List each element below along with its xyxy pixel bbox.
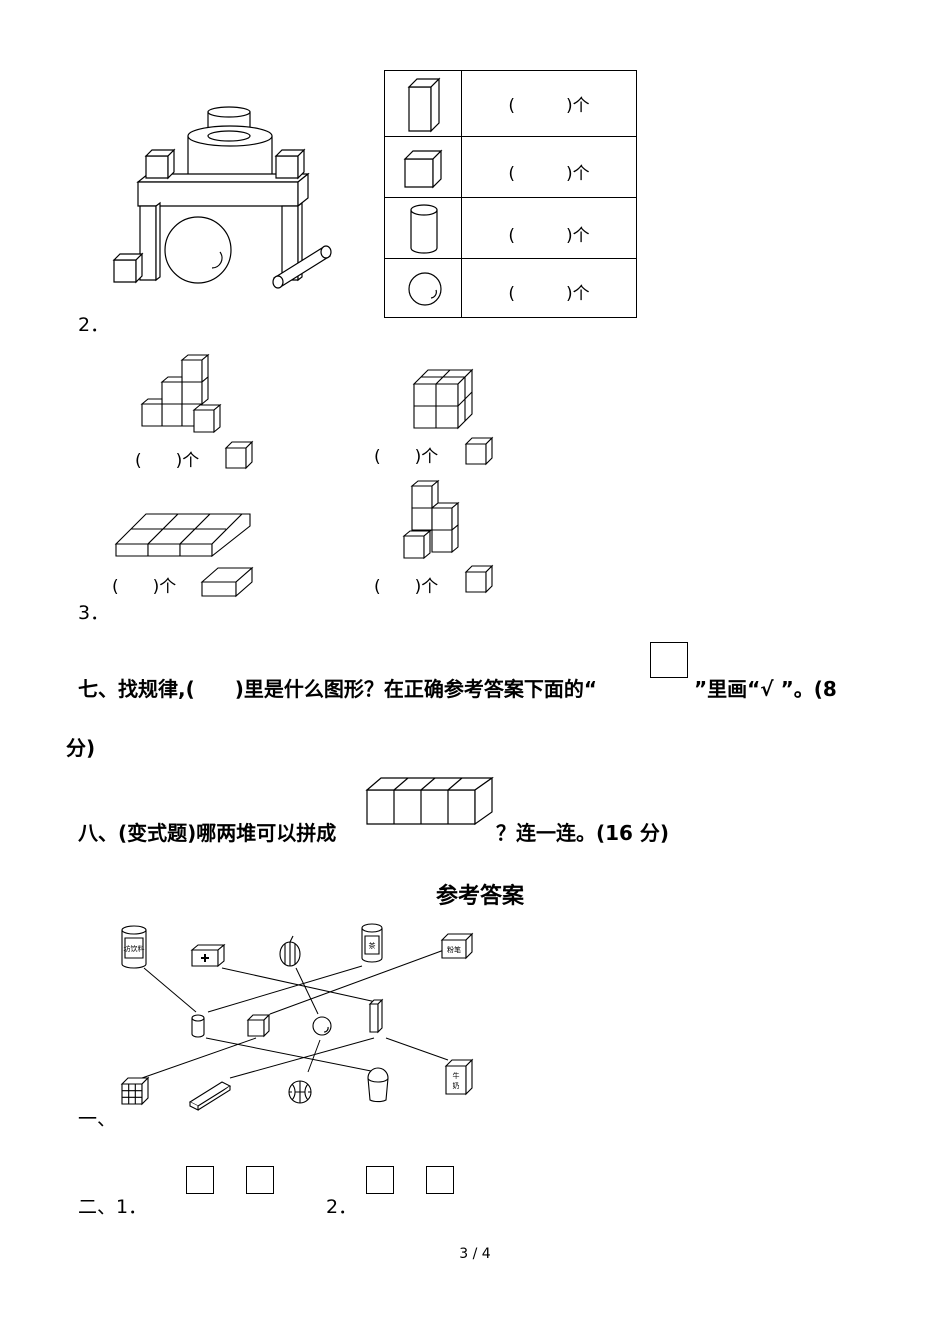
sphere-small-icon xyxy=(313,1017,331,1035)
cube-icon xyxy=(403,149,443,189)
cube-count-blank-4[interactable]: ( )个 xyxy=(374,577,439,597)
cube-small-icon xyxy=(248,1015,269,1036)
cube-count-blank-3[interactable]: ( )个 xyxy=(112,577,177,597)
cylinder-icon xyxy=(409,204,439,256)
page-number: 3 / 4 xyxy=(459,1246,491,1262)
svg-text:牛: 牛 xyxy=(453,1071,460,1080)
flat-cuboid-arrangement xyxy=(114,512,252,560)
unit-cube-icon xyxy=(464,436,494,466)
answer-box-2a xyxy=(366,1166,394,1194)
first-aid-box-icon xyxy=(192,945,224,966)
answer-box-1b xyxy=(246,1166,274,1194)
cube-count-blank[interactable]: ( )个 xyxy=(508,164,590,184)
question-8-text: 八、(变式题)哪两堆可以拼成 xyxy=(78,821,337,845)
drink-can-icon: 坊饮料 xyxy=(122,926,146,968)
flat-cuboid-icon xyxy=(200,566,254,598)
bucket-icon xyxy=(368,1068,388,1102)
cylinder-count-blank[interactable]: ( )个 xyxy=(508,226,590,246)
question-7-text: 七、找规律,( )里是什么图形？在正确参考答案下面的“ xyxy=(78,677,598,701)
answer-box-2b xyxy=(426,1166,454,1194)
cube-stack-2x2 xyxy=(412,368,476,430)
shape-count-table: ( )个 ( )个 ( )个 ( )个 xyxy=(384,70,637,318)
cylinder-small-icon xyxy=(192,1015,204,1037)
question-7-score: 分) xyxy=(66,736,96,760)
question-2-number: 2． xyxy=(78,314,110,336)
sphere-count-blank[interactable]: ( )个 xyxy=(508,284,590,304)
chalk-box-icon: 粉笔 xyxy=(442,934,472,958)
cuboid-icon xyxy=(407,77,441,133)
watermelon-icon xyxy=(280,936,300,966)
question-8-text-end: ？连一连。(16 分) xyxy=(496,821,670,845)
rubik-cube-icon xyxy=(122,1078,148,1104)
cube-count-blank-1[interactable]: ( )个 xyxy=(135,451,200,471)
milk-carton-icon: 牛 奶 xyxy=(446,1060,472,1094)
cube-count-blank-2[interactable]: ( )个 xyxy=(374,447,439,467)
svg-text:奶: 奶 xyxy=(453,1081,460,1090)
svg-text:粉笔: 粉笔 xyxy=(447,945,461,954)
basketball-icon xyxy=(289,1081,311,1103)
tea-can-icon: 茶 xyxy=(362,924,382,962)
cuboid-count-blank[interactable]: ( )个 xyxy=(508,96,590,116)
matching-answer-diagram: 坊饮料 茶 粉笔 xyxy=(110,920,480,1110)
answer-part-2-item-2: 2． xyxy=(326,1196,358,1218)
cube-stack-staircase xyxy=(140,352,220,434)
building-blocks-figure xyxy=(110,100,340,290)
svg-text:坊饮料: 坊饮料 xyxy=(124,944,145,953)
answer-part-2-label: 二、1． xyxy=(78,1196,148,1218)
answer-part-1-label: 一、 xyxy=(78,1108,117,1130)
unit-cube-icon xyxy=(224,440,254,470)
answer-box-1a xyxy=(186,1166,214,1194)
answers-title: 参考答案 xyxy=(435,884,524,909)
answer-box-sample xyxy=(650,642,688,678)
cuboid-small-icon xyxy=(370,1000,382,1032)
unit-cube-icon xyxy=(464,564,494,594)
svg-text:茶: 茶 xyxy=(369,941,376,950)
target-cuboid-1x4 xyxy=(366,776,494,826)
cube-stack-tower xyxy=(402,478,464,560)
pencil-case-icon xyxy=(190,1082,230,1110)
sphere-icon xyxy=(407,271,443,307)
question-7-text-end: ”里画“√ ”。(8 xyxy=(694,677,837,701)
question-3-number: 3． xyxy=(78,602,110,624)
